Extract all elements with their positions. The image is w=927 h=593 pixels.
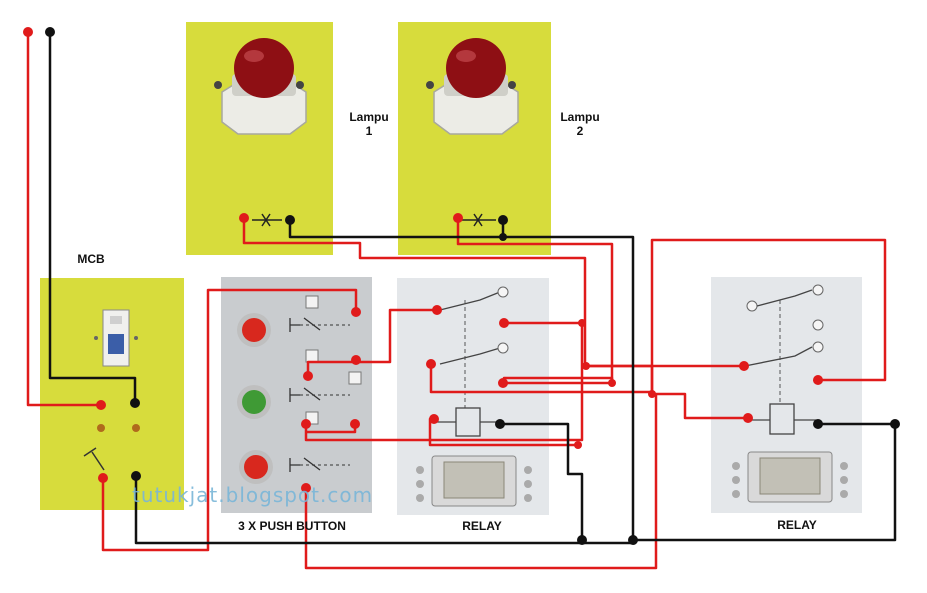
push-button-label: 3 X PUSH BUTTON bbox=[238, 519, 346, 533]
live-wires bbox=[26, 32, 887, 570]
push-button-panel bbox=[221, 277, 372, 513]
lamp-1-label-line1: Lampu bbox=[349, 110, 389, 124]
relay-2-panel bbox=[711, 277, 862, 513]
relay-2-label: RELAY bbox=[777, 518, 817, 532]
lamp-1-panel bbox=[186, 22, 333, 255]
mcb-panel bbox=[40, 278, 184, 510]
terminals bbox=[23, 27, 900, 545]
relay-1-label: RELAY bbox=[462, 519, 502, 533]
mcb-label: MCB bbox=[77, 252, 105, 266]
lamp-2-label: Lampu 2 bbox=[555, 110, 605, 138]
lamp-1-red-lens-icon bbox=[234, 38, 294, 98]
mcb-switch-symbol-icon bbox=[83, 447, 105, 471]
lamp-1-label-line2: 1 bbox=[365, 124, 373, 138]
watermark-text: tutukjat.blogspot.com bbox=[132, 483, 374, 507]
lamp-2-red-lens-icon bbox=[446, 38, 506, 98]
lamp-2-label-line2: 2 bbox=[576, 124, 584, 138]
relay-1-component-icon bbox=[416, 455, 532, 507]
lamp-1-label: Lampu 1 bbox=[344, 110, 394, 138]
lamp-2-label-line1: Lampu bbox=[560, 110, 600, 124]
lamp-2-panel bbox=[398, 22, 551, 255]
relay-1-panel bbox=[397, 278, 549, 515]
relay-2-component-icon bbox=[732, 451, 848, 503]
